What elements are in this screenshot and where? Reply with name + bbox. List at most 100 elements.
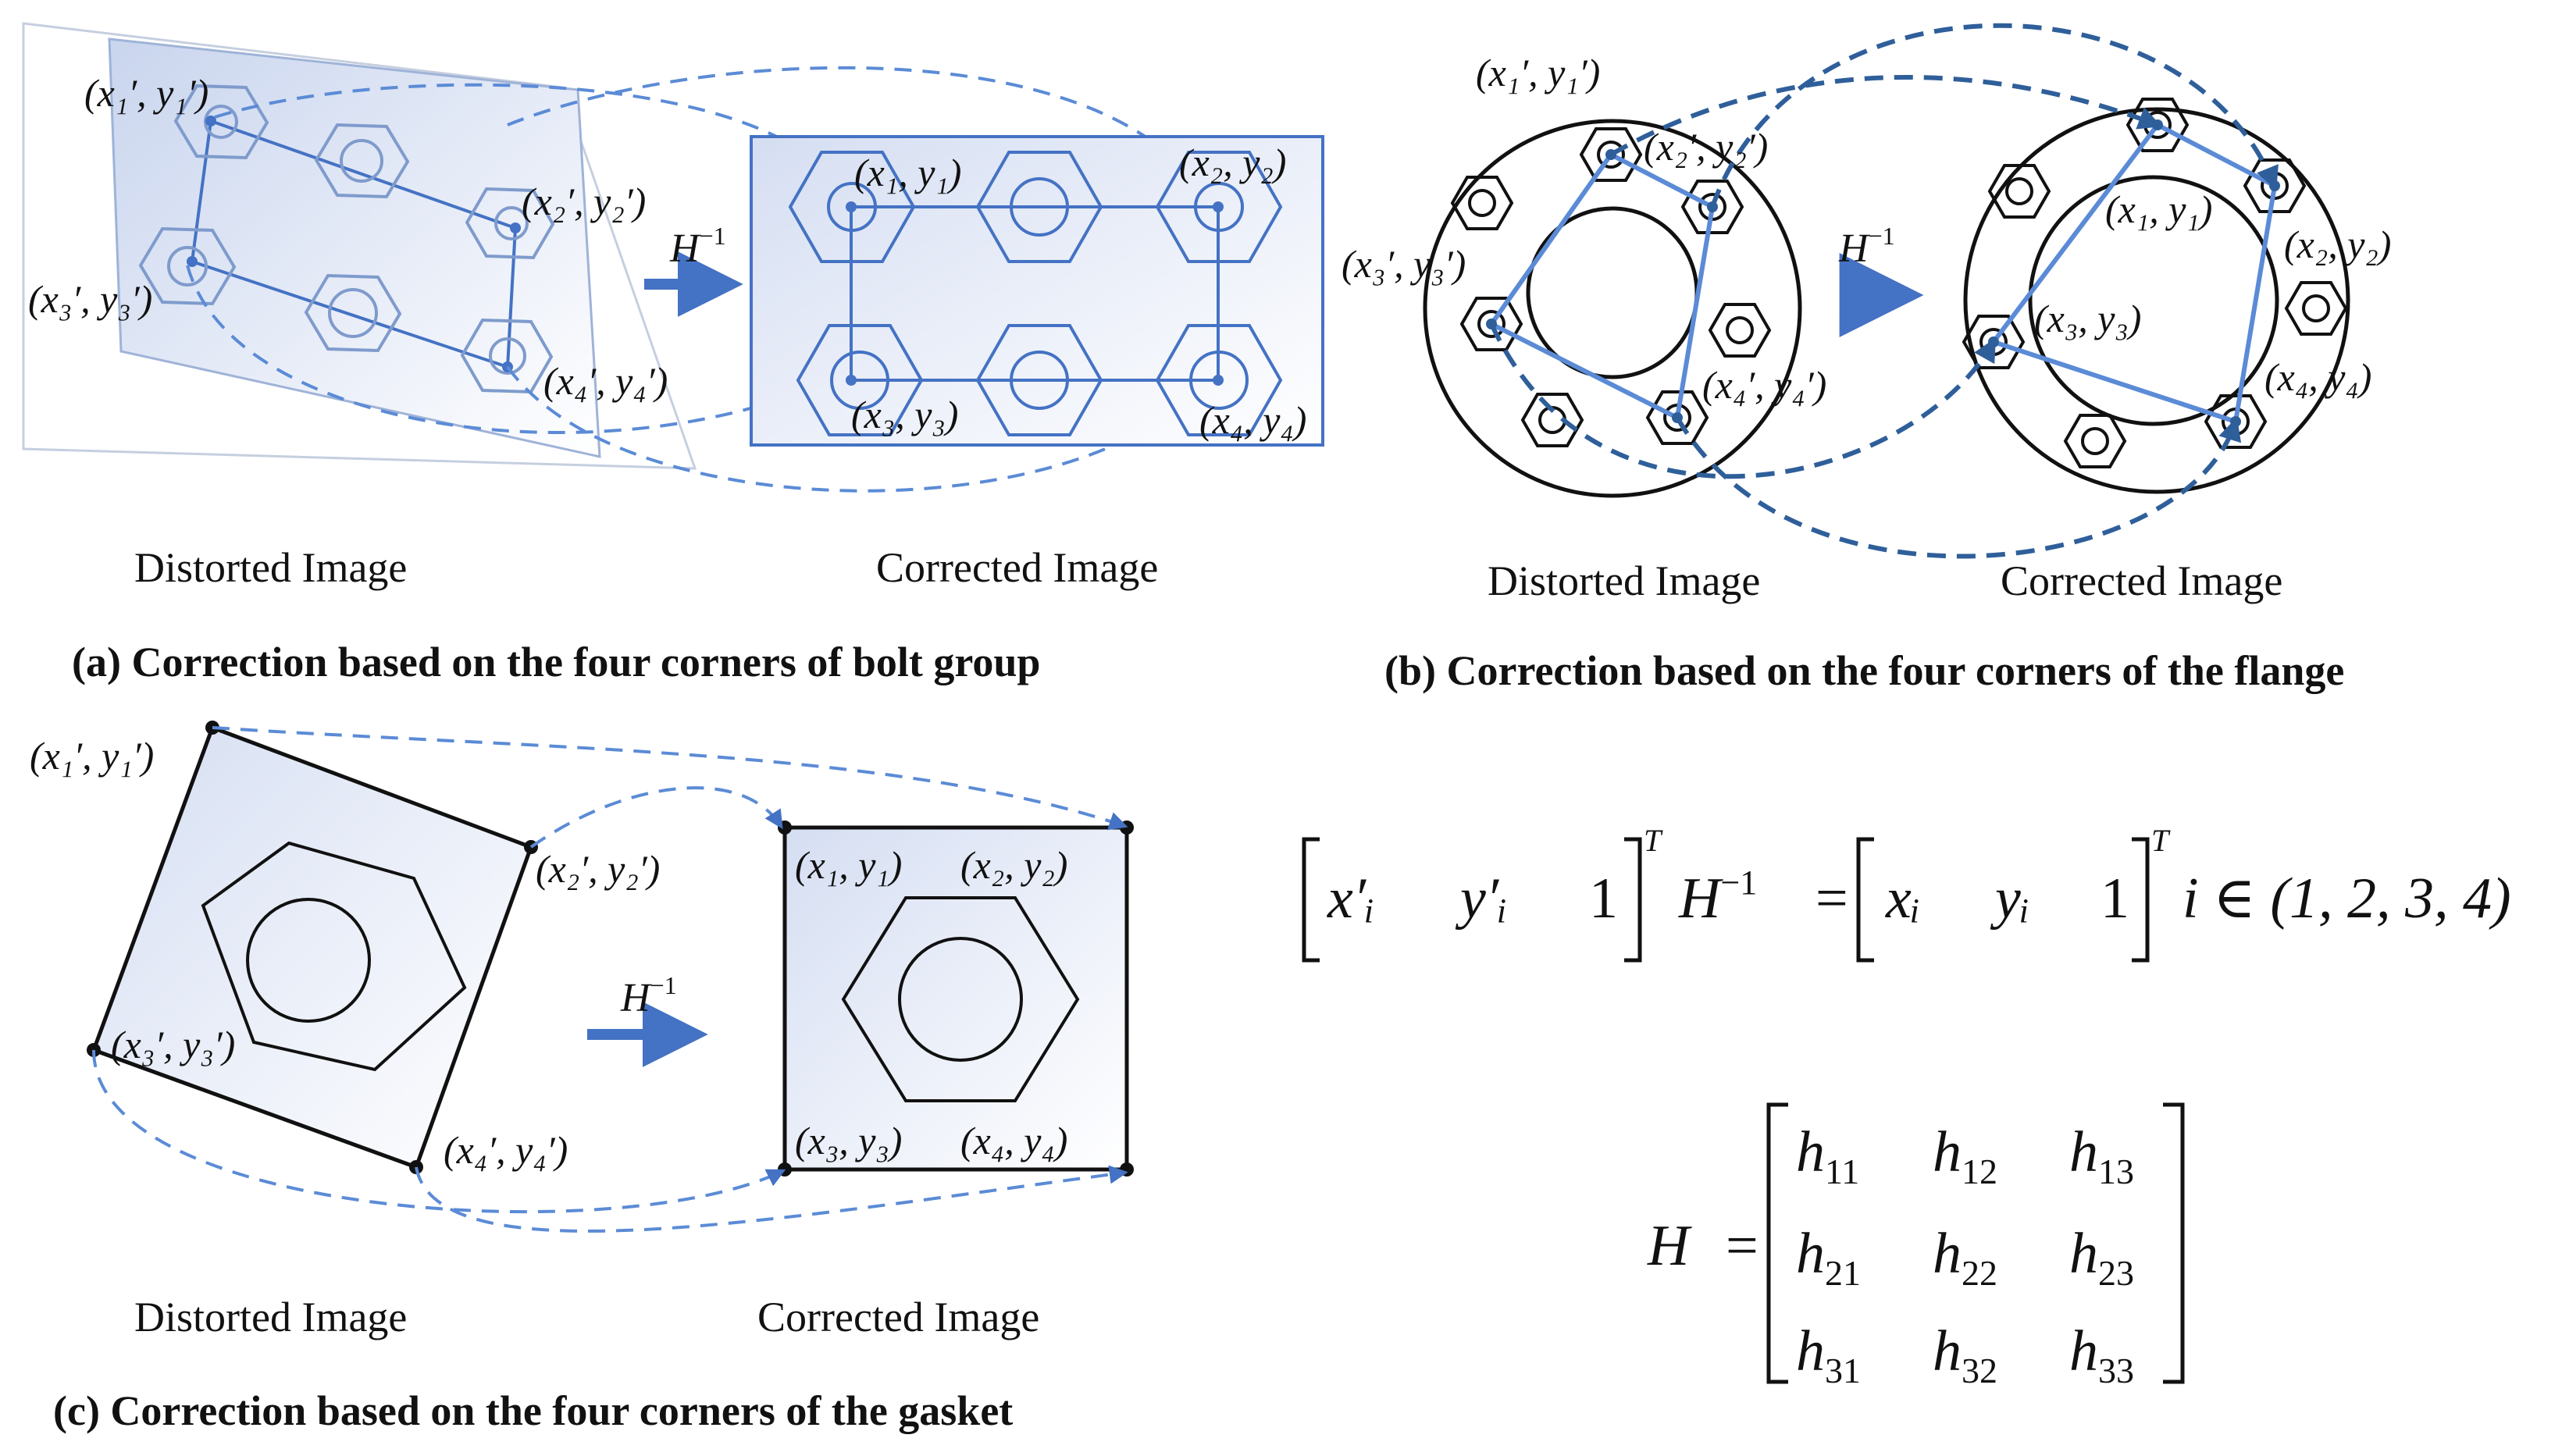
matrix-equals: = xyxy=(1726,1214,1758,1278)
bolt-hex-icon xyxy=(1459,297,1523,351)
panel-c-distorted-label-2: (x₂′, y₂′) xyxy=(536,847,660,891)
equation-equals: = xyxy=(1815,867,1848,931)
bolt-hex-icon xyxy=(1579,127,1643,182)
panel-a-transform-label: H−1 xyxy=(669,222,726,271)
bolt-hex-icon xyxy=(138,226,237,306)
bolt-hex-icon xyxy=(796,324,924,436)
panel-a-distorted-label-2: (x₂′, y₂′) xyxy=(522,180,646,223)
panel-c-corrected-point-3 xyxy=(778,1162,792,1177)
equation-op: H−1 xyxy=(1678,863,1757,931)
bolt-hex-icon xyxy=(1155,324,1283,436)
bolt-circle-icon xyxy=(1189,351,1249,410)
bolt-hex-icon xyxy=(975,151,1103,263)
panel-c-distorted-hole xyxy=(246,898,371,1023)
panel-c-corrected-gasket xyxy=(782,825,1129,1172)
equation-lhs-y: y′ᵢ xyxy=(1455,867,1508,931)
panel-c: H−1 (x₁′, y₁′) (x₂′, y₂′) (x₃′, y₃′) (x₄… xyxy=(30,721,1134,1434)
equation-rhs-transpose: T xyxy=(2151,823,2171,858)
bolt-hex-icon xyxy=(465,187,555,260)
matrix-cell-h21: h21 xyxy=(1796,1222,1861,1293)
bolt-hex-icon xyxy=(2125,98,2190,152)
panel-b-corrected-label-3: (x₃, y₃) xyxy=(2034,297,2141,340)
equation-rhs-y: yᵢ xyxy=(1990,867,2030,931)
panel-a-corrected-frame xyxy=(750,135,1324,447)
panel-b-transform-label: H−1 xyxy=(1838,222,1895,271)
panel-a-mapping-curve-3 xyxy=(186,265,852,435)
matrix-cell-h32: h32 xyxy=(1933,1319,1997,1390)
equation-lhs-bracket-right xyxy=(1624,837,1642,963)
panel-b-corrected-bolts xyxy=(1962,98,2348,468)
panel-a-distorted-label-1: (x₁′, y₁′) xyxy=(84,71,208,115)
panel-a-distorted-point-1 xyxy=(205,116,216,126)
panel-a-corrected-point-4 xyxy=(1213,375,1224,386)
panel-b-distorted-bolts xyxy=(1450,127,1772,447)
equation-rhs-one: 1 xyxy=(2101,867,2129,931)
matrix-cell-h22: h22 xyxy=(1933,1222,1997,1293)
panel-a-corrected-point-2 xyxy=(1213,201,1224,212)
panel-a-corrected-label-2: (x₂, y₂) xyxy=(1179,141,1286,184)
bolt-circle-icon xyxy=(1477,310,1505,338)
equation-homography: x′ᵢ y′ᵢ 1 T H−1 = xᵢ yᵢ 1 T i ∈ (1, 2, 3… xyxy=(1302,823,2511,963)
panel-c-mapping-curve-4 xyxy=(415,1165,1128,1233)
panel-a-distorted-plate xyxy=(108,37,601,458)
panel-c-corrected-hex xyxy=(841,896,1080,1102)
bolt-circle-icon xyxy=(2081,427,2109,455)
bolt-hex-icon xyxy=(173,84,269,160)
panel-c-corrected-point-2 xyxy=(1120,821,1134,835)
bolt-circle-icon xyxy=(489,337,526,375)
panel-c-distorted-label-1: (x₁′, y₁′) xyxy=(30,734,154,778)
panel-a-corrected-bolts xyxy=(788,151,1283,436)
matrix-cell-h33: h33 xyxy=(2069,1319,2134,1390)
bolt-circle-icon xyxy=(167,246,208,287)
bolt-hex-icon xyxy=(304,273,402,353)
panel-b-distorted-flange-outer xyxy=(1423,119,1802,498)
panel-b-corrected-label-1: (x₁, y₁) xyxy=(2105,187,2212,231)
panel-b-mapping-curve-1 xyxy=(1609,74,2162,157)
bolt-circle-icon xyxy=(2302,294,2330,322)
matrix-cell-h13: h13 xyxy=(2069,1120,2134,1191)
panel-c-distorted-label-4: (x₄′, y₄′) xyxy=(444,1128,568,1172)
equation-rhs-x: xᵢ xyxy=(1885,867,1921,931)
equation-rhs-bracket-right xyxy=(2132,837,2150,963)
bolt-hex-icon xyxy=(1987,164,2051,219)
panel-b-distorted-label-3: (x₃′, y₃′) xyxy=(1342,242,1466,286)
bolt-circle-icon xyxy=(340,139,383,183)
bolt-hex-icon xyxy=(1680,180,1744,234)
panel-c-corrected-label-2: (x₂, y₂) xyxy=(960,843,1067,887)
bolt-circle-icon xyxy=(830,351,889,410)
bolt-hex-icon xyxy=(460,318,554,394)
matrix-cell-h31: h31 xyxy=(1796,1319,1861,1390)
matrix-bracket-left xyxy=(1766,1102,1788,1384)
equation-lhs-bracket-left xyxy=(1302,837,1320,963)
bolt-hex-icon xyxy=(1645,390,1709,445)
panel-a-corrected-corner-quad xyxy=(850,205,1220,382)
panel-b-corrected-label-2: (x₂, y₂) xyxy=(2284,222,2391,266)
equation-rhs-bracket-left xyxy=(1856,837,1874,963)
panel-c-distorted-hex xyxy=(201,841,467,1072)
bolt-hex-icon xyxy=(975,324,1103,436)
bolt-circle-icon xyxy=(1468,189,1496,217)
panel-b: H−1 (x₁′, y₁′) (x₂′, y₂′) (x₃′, y₃′) (x₄… xyxy=(1342,23,2391,694)
bolt-circle-icon xyxy=(1194,182,1244,232)
panel-b-corrected-label-4: (x₄, y₄) xyxy=(2264,355,2371,399)
matrix-lhs: H xyxy=(1647,1214,1692,1278)
panel-a-corrected-label-1: (x₁, y₁) xyxy=(854,151,961,194)
bolt-circle-icon xyxy=(494,206,529,240)
equation-lhs-one: 1 xyxy=(1589,867,1618,931)
panel-a-corrected-label-3: (x₃, y₃) xyxy=(851,393,958,436)
panel-a-distorted-bolts xyxy=(138,84,555,394)
panel-b-distorted-label-2: (x₂′, y₂′) xyxy=(1644,125,1768,169)
panel-b-distorted-title: Distorted Image xyxy=(1488,557,1760,604)
equation-lhs-transpose: T xyxy=(1644,823,1663,858)
panel-a-distorted-label-4: (x₄′, y₄′) xyxy=(543,359,668,403)
bolt-hex-icon xyxy=(2204,394,2268,449)
panel-a-distorted-label-3: (x₃′, y₃′) xyxy=(28,277,152,321)
panel-a-corrected-point-1 xyxy=(846,201,857,212)
panel-c-mapping-curve-2 xyxy=(529,786,783,849)
bolt-circle-icon xyxy=(1726,316,1754,344)
panel-c-corrected-label-3: (x₃, y₃) xyxy=(795,1119,902,1162)
